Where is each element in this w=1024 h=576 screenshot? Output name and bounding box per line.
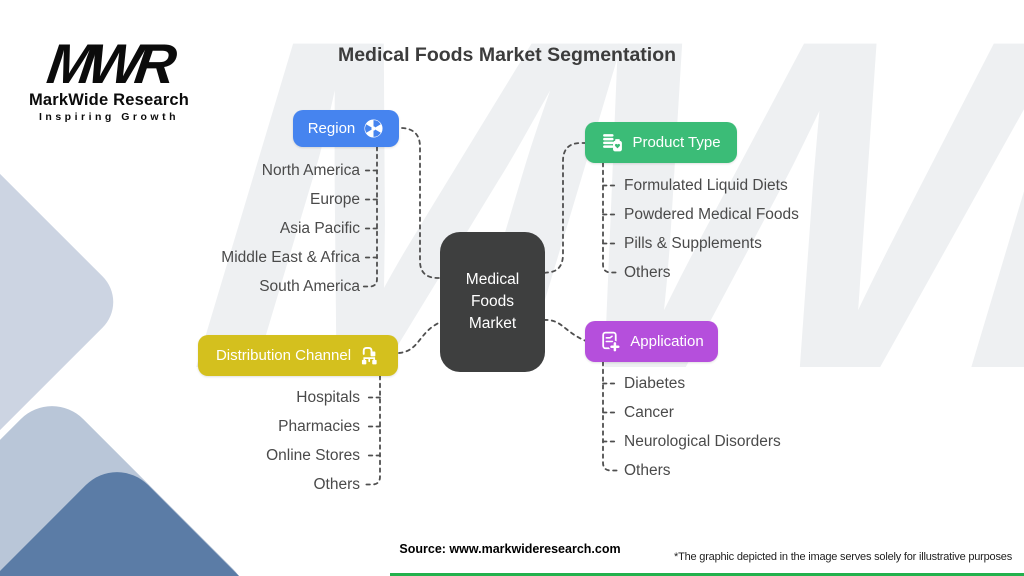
branch-distribution-channel-button: Distribution Channel bbox=[198, 335, 398, 376]
list-item: Others bbox=[624, 264, 671, 281]
list-item: Online Stores bbox=[266, 447, 360, 464]
list-item: Others bbox=[624, 462, 671, 479]
list-item: Asia Pacific bbox=[279, 220, 360, 237]
region-button-label: Region bbox=[307, 120, 356, 137]
product-trunk-line bbox=[602, 162, 619, 274]
product-type-button-label: Product Type bbox=[632, 134, 721, 151]
application-to-central-line bbox=[543, 319, 587, 342]
product-to-central-line bbox=[543, 142, 587, 274]
logo-monogram: MWR bbox=[43, 32, 175, 95]
disclaimer-text: *The graphic depicted in the image serve… bbox=[674, 551, 1012, 563]
list-item: Pills & Supplements bbox=[624, 235, 762, 252]
list-item: Neurological Disorders bbox=[624, 433, 781, 450]
document-plus-icon bbox=[602, 331, 622, 353]
list-item: South America bbox=[259, 278, 360, 295]
distribution-channel-button-label: Distribution Channel bbox=[215, 347, 352, 364]
page-title: Medical Foods Market Segmentation bbox=[337, 44, 677, 66]
logo-name: MarkWide Research bbox=[28, 90, 190, 109]
list-item: Powdered Medical Foods bbox=[624, 206, 799, 223]
central-node-label: Medical Foods Market bbox=[465, 271, 520, 332]
region-to-central-line bbox=[401, 127, 442, 279]
region-trunk-line bbox=[361, 146, 378, 288]
application-trunk-line bbox=[602, 361, 619, 472]
list-item: Hospitals bbox=[296, 389, 360, 406]
distribution-trunk-line bbox=[364, 375, 381, 486]
logo-tagline: Inspiring Growth bbox=[39, 110, 179, 123]
list-item: North America bbox=[261, 162, 360, 179]
branch-product-type-button: Product Type bbox=[585, 122, 737, 163]
application-button-label: Application bbox=[630, 333, 704, 350]
store-network-icon bbox=[361, 346, 377, 365]
list-item: Formulated Liquid Diets bbox=[624, 177, 788, 194]
list-item: Europe bbox=[310, 191, 360, 208]
source-text: Source: www.markwideresearch.com bbox=[399, 542, 621, 556]
list-item: Pharmacies bbox=[278, 418, 360, 435]
globe-icon bbox=[364, 119, 383, 138]
brand-logo: MWR MarkWide Research Inspiring Growth bbox=[26, 32, 192, 123]
coins-jar-icon bbox=[603, 134, 623, 152]
list-item: Others bbox=[313, 476, 360, 493]
distribution-to-central-line bbox=[398, 321, 442, 354]
list-item: Cancer bbox=[624, 404, 674, 421]
list-item: Diabetes bbox=[624, 375, 686, 392]
central-node: Medical Foods Market bbox=[440, 232, 545, 372]
branch-application-button: Application bbox=[585, 321, 718, 362]
branch-region-button: Region bbox=[293, 110, 399, 147]
list-item: Middle East & Africa bbox=[221, 249, 360, 266]
bottom-accent-strip bbox=[390, 573, 1024, 576]
